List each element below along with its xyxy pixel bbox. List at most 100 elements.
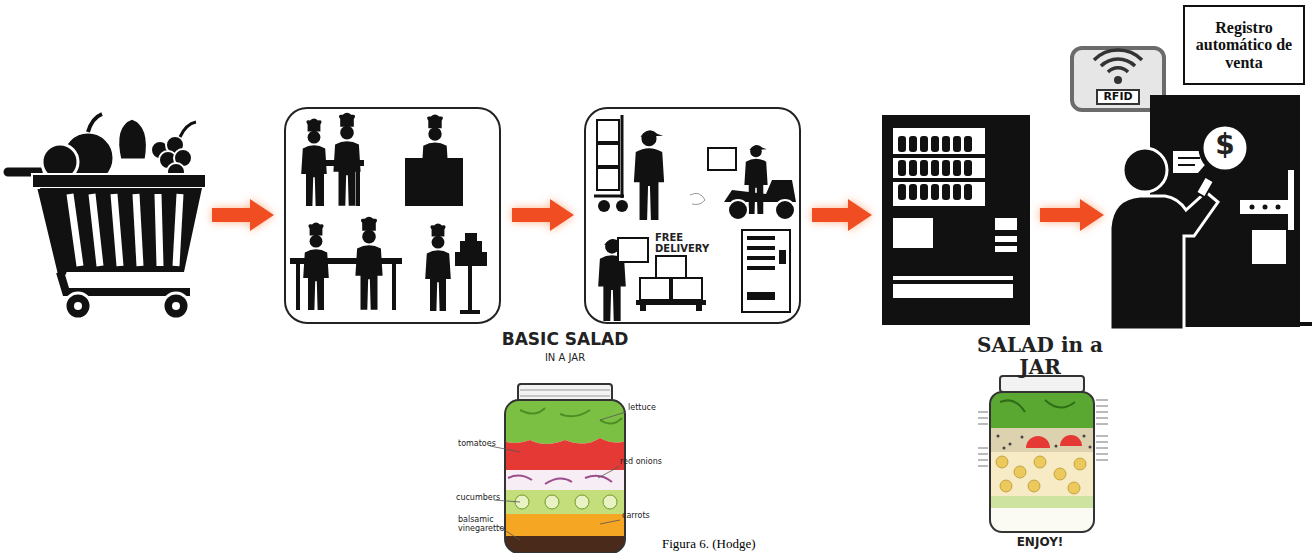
salad-jar [598,466,620,478]
salad-jar [520,396,610,397]
salad-jar [1096,400,1108,401]
shopping-cart [92,194,100,266]
delivery-panel [696,305,702,311]
salad-jar [978,400,1108,466]
delivery-panel [672,278,702,300]
delivery-panel [598,200,610,212]
salad-jar [996,456,1086,494]
shopping-cart [163,293,189,319]
vending-machine [953,184,961,200]
salad-jar [990,392,1094,532]
salad-jar [1055,445,1058,448]
delivery-panel [597,120,619,190]
ingredient-label: cucumbers [456,494,500,503]
kitchen-panel [285,108,500,323]
vending-machine [909,184,917,200]
shopping-cart [136,194,140,266]
salad-jar [990,392,1094,532]
shopping-cart [8,114,206,319]
salad-jar [990,508,1094,532]
vending-machine [893,280,1013,284]
vending-machine [920,184,928,200]
customer-silhouette [1194,166,1208,182]
shopping-cart [40,188,202,272]
salad-jar [1000,400,1075,412]
vending-machine [898,136,906,152]
customer-silhouette [1178,164,1195,166]
delivery-panel [747,246,775,250]
shopping-cart [172,302,180,310]
delivery-panel [597,144,619,166]
shopping-cart [70,194,180,266]
delivery-panel [597,168,619,190]
delivery-panel [747,236,786,300]
shopping-cart [176,194,180,266]
delivery-panel [747,256,775,260]
salad-jar [505,438,625,470]
customer-silhouette [1178,157,1200,159]
salad-jar [990,496,1094,508]
delivery-panel [594,195,624,198]
delivery-panel [640,278,670,300]
delivery-panel [747,292,775,300]
delivery-panel [775,200,795,220]
shopping-cart [74,302,82,310]
delivery-panel [585,108,800,323]
delivery-panel [747,266,775,270]
ingredient-label: lettuce [628,404,668,413]
delivery-panel [636,300,706,305]
kitchen-panel [296,264,300,310]
salad-jar [1060,435,1082,446]
vending-machine [964,184,972,200]
salad-jar [1000,376,1084,392]
salad-jar [520,408,622,424]
kitchen-panel [290,258,402,264]
delivery-panel [616,200,628,212]
ingredient-label: tomatoes [458,440,498,449]
delivery-panel [640,256,702,300]
salad-jar [990,392,1094,532]
rfid-badge: RFID [1072,48,1164,110]
salad-jar [1096,442,1108,443]
rfid-badge [1108,68,1128,72]
ingredient-label: red onions [620,458,665,467]
kitchen-panel [405,158,463,206]
vending-machine [953,136,961,152]
shopping-cart [118,118,148,160]
salad-jar [505,490,625,514]
kitchen-panel [465,233,477,241]
customer-silhouette [1110,124,1249,330]
salad-jar [1096,406,1108,407]
vending-machine [942,136,950,152]
customer-silhouette [1123,148,1167,192]
kitchen-panel [320,166,324,206]
salad-jar [978,466,988,467]
rfid-badge [1101,59,1135,66]
salad-jar [978,460,988,461]
payment-terminal [1252,230,1286,264]
delivery-panel [728,200,748,220]
vending-machine [893,154,985,158]
jar-footer: ENJOY! [1000,536,1080,549]
flow-arrow [812,199,872,231]
payment-terminal [1300,322,1312,326]
salad-jar [1096,436,1108,437]
salad-jar [1003,447,1006,450]
shopping-cart [70,194,80,266]
salad-jar [1014,466,1026,478]
salad-jar [997,435,1092,450]
salad-jar [1096,460,1108,461]
vending-machine [920,160,928,176]
box-text: Registro automático de venta [1189,19,1299,72]
salad-jar [520,390,610,391]
vending-machine [893,218,933,248]
vending-machine [995,236,1017,242]
vending-machine [931,136,939,152]
kitchen-panel [460,310,480,314]
currency-symbol: $ [1205,130,1245,161]
vending-machine [909,136,917,152]
rfid-badge [1094,50,1142,60]
